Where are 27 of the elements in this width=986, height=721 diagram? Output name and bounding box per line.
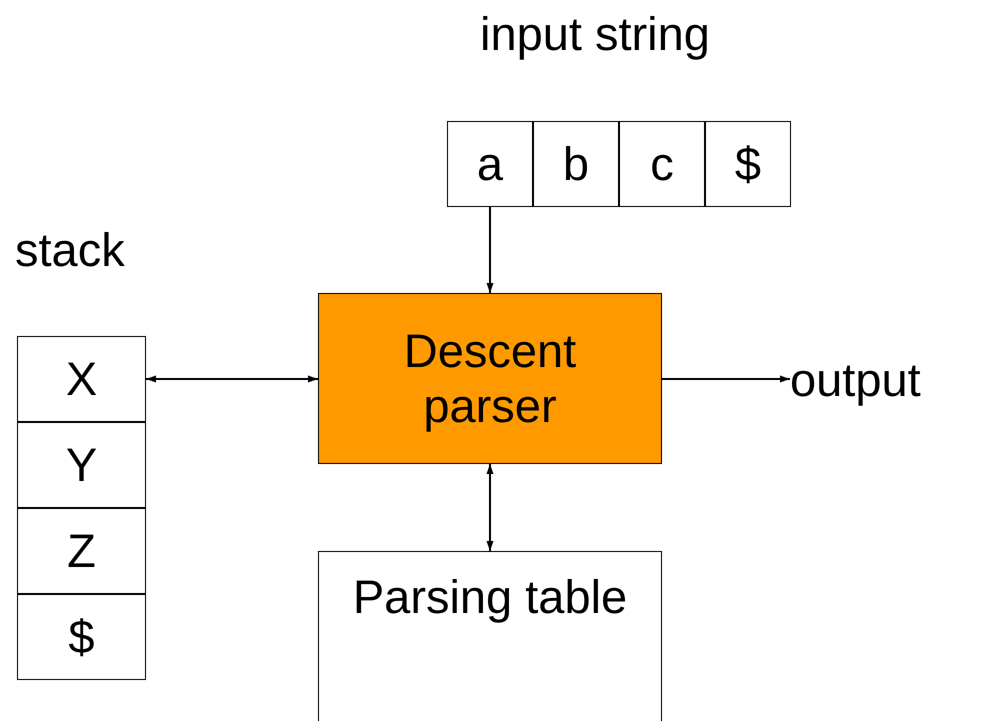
box-title: Parsing table <box>352 570 628 624</box>
cell-box <box>619 121 705 207</box>
arrow <box>486 207 494 293</box>
cell-box <box>17 336 146 422</box>
cell-symbol: $ <box>68 610 95 664</box>
output-label: output <box>790 345 980 415</box>
arrow <box>662 376 790 382</box>
cell-box <box>447 121 533 207</box>
box-title: Descent parser <box>402 324 578 433</box>
table-box <box>318 551 662 721</box>
cell-symbol: Z <box>67 524 96 578</box>
cell-box <box>705 121 791 207</box>
cell-symbol: Y <box>66 438 98 492</box>
cell-symbol: c <box>650 136 674 192</box>
cell-box <box>533 121 619 207</box>
cell-symbol: a <box>476 136 504 192</box>
arrow <box>146 376 318 382</box>
cell-box <box>17 422 146 508</box>
cell-symbol: X <box>66 352 98 406</box>
input-string-label: input string <box>480 6 710 61</box>
cell-box <box>17 508 146 594</box>
parser-box <box>318 293 662 464</box>
cell-box <box>17 594 146 680</box>
cell-symbol: b <box>562 136 590 192</box>
stack-label: stack <box>15 222 125 277</box>
arrow <box>486 464 494 551</box>
cell-symbol: $ <box>734 136 762 192</box>
